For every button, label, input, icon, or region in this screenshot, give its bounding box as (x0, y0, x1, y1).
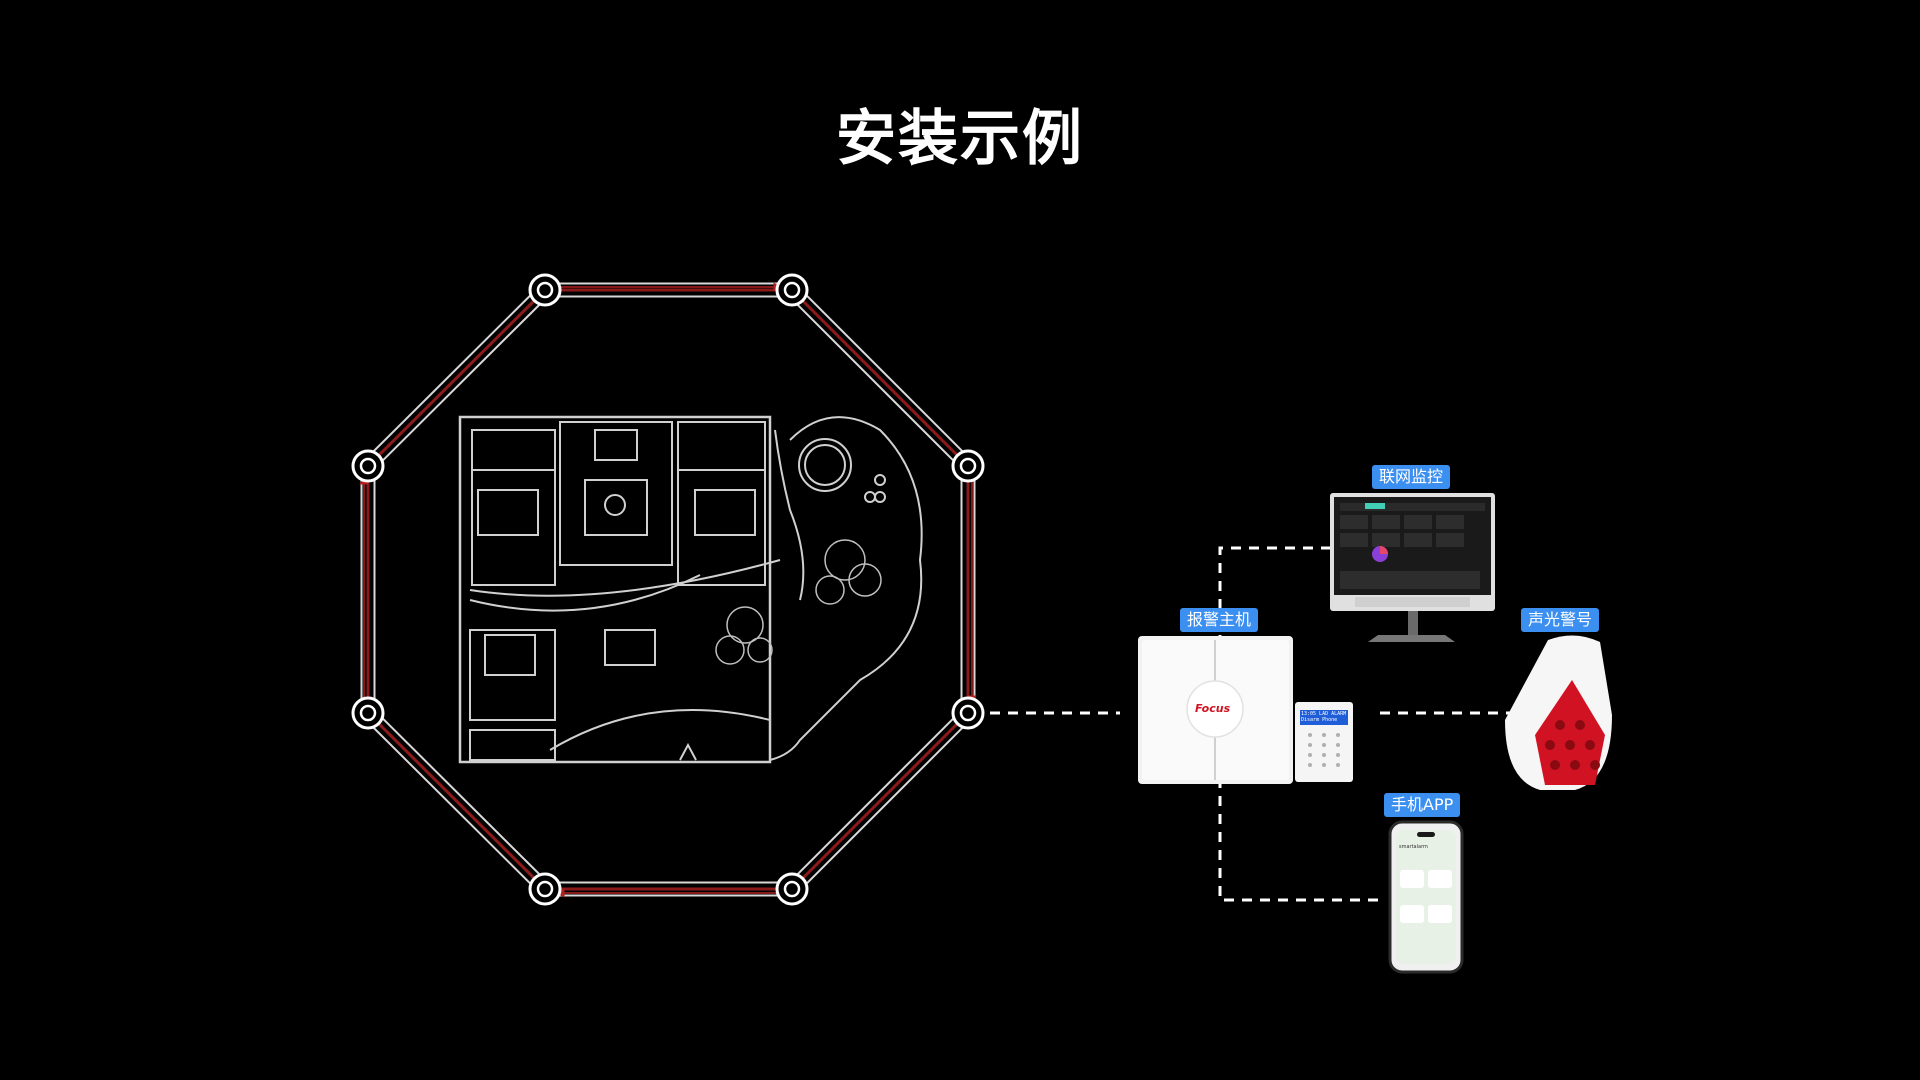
floor-plan (458, 415, 923, 764)
siren-icon (1505, 635, 1612, 790)
fence-post-icon (775, 273, 809, 307)
fence-post-icon (528, 872, 562, 906)
host-logo: Focus (1195, 702, 1231, 715)
keypad-screen-line: 13:05 LAD ALARM (1301, 711, 1347, 717)
keypad-screen: 13:05 LAD ALARM Disarm Phone (1301, 711, 1347, 723)
fence-post-icon (775, 872, 809, 906)
host-label: 报警主机 (1180, 608, 1259, 632)
keypad-screen-line: Disarm Phone (1301, 717, 1338, 723)
app-label: 手机APP (1384, 793, 1461, 817)
monitor-icon (1330, 493, 1495, 642)
fence-posts (351, 273, 985, 906)
phone-app-name: smartalarm (1399, 844, 1428, 850)
fence-post-icon (351, 449, 385, 483)
fence-post-icon (951, 696, 985, 730)
fence-post-icon (528, 273, 562, 307)
phone-icon (1388, 820, 1464, 974)
alarm-host-icon (1138, 636, 1293, 784)
siren-label: 声光警号 (1521, 608, 1600, 632)
fence-post-icon (951, 449, 985, 483)
monitor-label: 联网监控 (1372, 465, 1451, 489)
connection-lines (990, 546, 1510, 902)
keypad-icon (1295, 702, 1353, 782)
fence-post-icon (351, 696, 385, 730)
page-title: 安装示例 (836, 104, 1084, 174)
